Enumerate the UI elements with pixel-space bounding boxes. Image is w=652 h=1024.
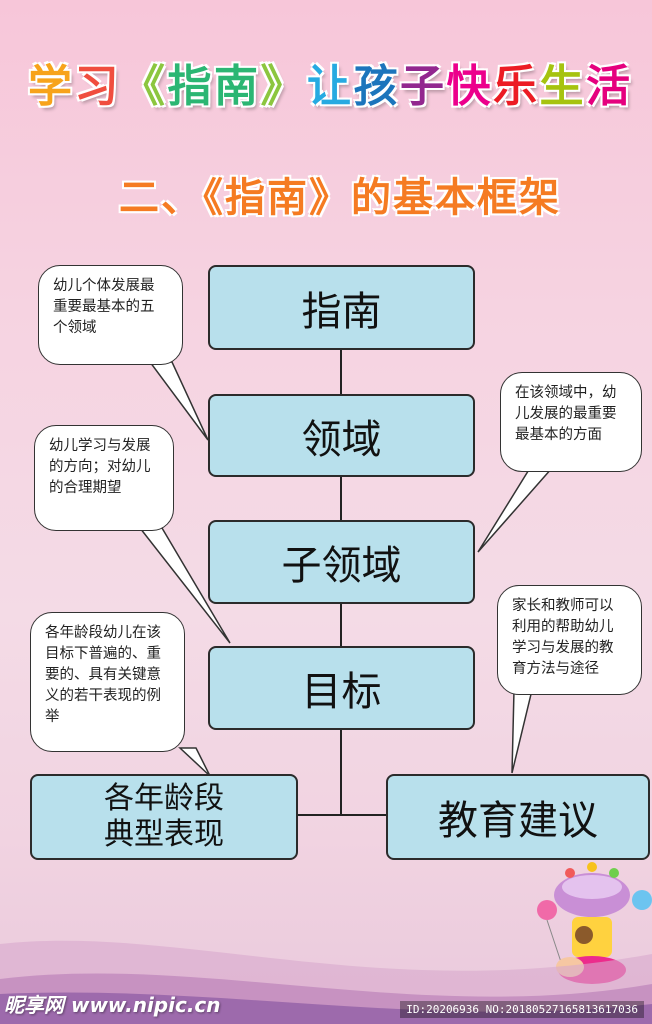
node-dianxing: 各年龄段 典型表现 — [30, 774, 298, 860]
title-char: 活 — [586, 61, 630, 112]
bubble-lingyu-note: 幼儿个体发展最重要最基本的五个领域 — [38, 265, 183, 365]
bubble-zilingyu-note: 在该领域中，幼儿发展的最重要最基本的方面 — [500, 372, 642, 472]
title-char: 快 — [446, 61, 491, 112]
bubble-mubiao-note: 幼儿学习与发展的方向；对幼儿的合理期望 — [34, 425, 174, 531]
node-zhinan: 指南 — [208, 265, 475, 350]
image-id-label: ID:20206936 NO:20180527165813617036 — [400, 1001, 644, 1018]
watermark-logo: 昵享网 www.nipic.cn — [4, 993, 221, 1017]
section-subtitle: 二、《指南》的基本框架 — [119, 175, 561, 221]
node-jianyi: 教育建议 — [386, 774, 650, 860]
title-char: 》 — [260, 61, 305, 112]
title-char: 子 — [400, 61, 444, 112]
node-mubiao: 目标 — [208, 646, 475, 730]
node-lingyu: 领域 — [208, 394, 475, 477]
node-zilingyu: 子领域 — [208, 520, 475, 604]
title-char: 学 — [28, 61, 72, 112]
title-char: 孩 — [353, 61, 398, 112]
title-char: 习 — [74, 61, 119, 112]
bubble-jianyi-note: 家长和教师可以利用的帮助幼儿学习与发展的教育方法与途径 — [497, 585, 642, 695]
page-title: 学习《指南》让孩子快乐生活 — [0, 52, 652, 122]
title-char: 让 — [307, 61, 351, 112]
title-char: 生 — [539, 61, 584, 112]
bubble-dianxing-note: 各年龄段幼儿在该目标下普遍的、重要的、具有关键意义的若干表现的例举 — [30, 612, 185, 752]
title-char: 南 — [214, 61, 258, 112]
title-char: 指 — [167, 61, 212, 112]
bottom-wave-decoration — [0, 940, 652, 1024]
title-char: 乐 — [493, 61, 537, 112]
title-char: 《 — [121, 61, 165, 112]
